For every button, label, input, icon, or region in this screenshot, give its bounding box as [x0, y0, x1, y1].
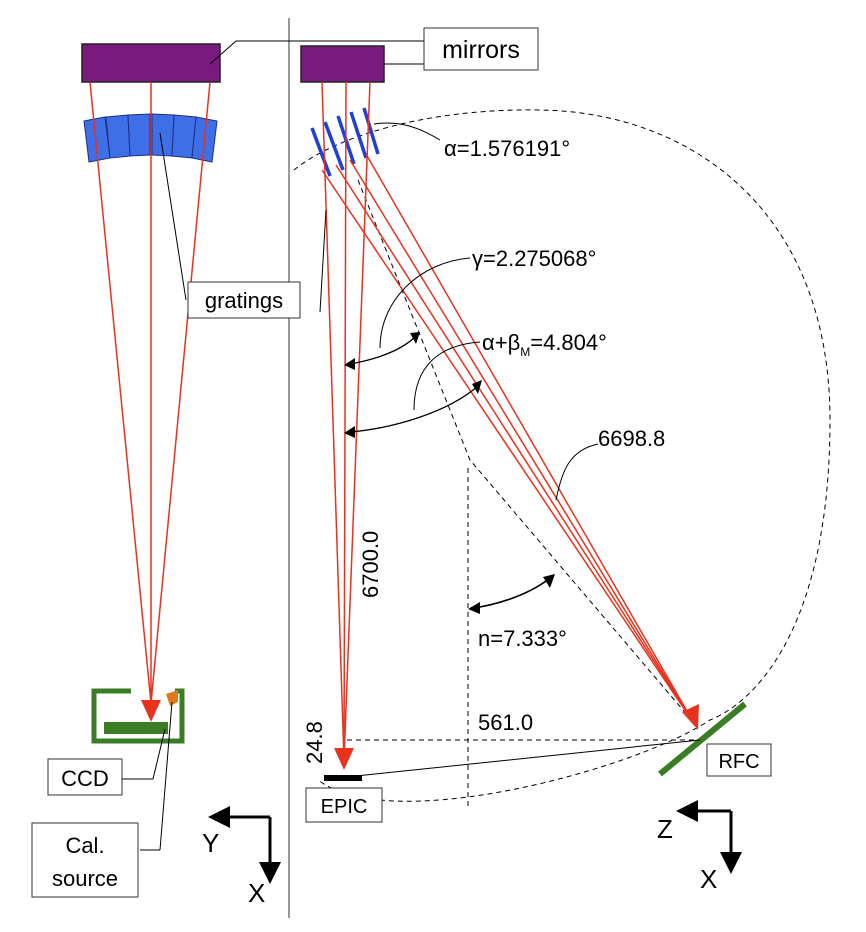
- alpha-beta-main: α+β: [482, 330, 520, 355]
- mirrors-leader-line: [209, 40, 237, 65]
- alpha-beta-subscript: M: [520, 345, 530, 359]
- n-arc-head-right: [543, 574, 555, 588]
- gratings-label: gratings: [205, 288, 283, 313]
- epic-rfc-line: [355, 739, 701, 777]
- alpha-beta-value: =4.804°: [530, 330, 607, 355]
- right-axis-up-label: Z: [657, 814, 673, 844]
- n-arc-head-left: [468, 602, 480, 614]
- alpha-beta-leader: [413, 341, 481, 411]
- alpha-angle-label: α=1.576191°: [444, 136, 570, 161]
- epic-ray-arrowhead: [334, 748, 354, 770]
- mirrors-label: mirrors: [442, 36, 520, 64]
- right-panel: [293, 45, 831, 874]
- gamma-angle-label: γ=2.275068°: [472, 246, 596, 271]
- rfc-ray-arrowhead: [682, 704, 699, 730]
- left-axis-down-label: X: [248, 878, 265, 908]
- cal-source-label-box: [31, 822, 139, 898]
- left-axis-indicator: [208, 806, 281, 884]
- left-axis-up-label: Y: [202, 828, 219, 858]
- gamma-angle-arc: [349, 335, 417, 365]
- ccd-label: CCD: [61, 766, 109, 791]
- grating-normal-dashed: [357, 179, 701, 731]
- right-rays: [321, 81, 696, 761]
- left-rays: [89, 81, 211, 704]
- cal-source-leader-line: [159, 701, 173, 851]
- dist-6700-label: 6700.0: [358, 531, 383, 598]
- alpha-beta-angle-arc: [349, 385, 479, 433]
- gratings-leader-line: [159, 132, 187, 301]
- mirrors-label-box: [423, 27, 539, 71]
- right-axis-indicator: [676, 800, 742, 874]
- dist-24-label: 24.8: [302, 721, 327, 764]
- ccd-leader-line: [152, 728, 166, 780]
- rfc-label-box: [706, 743, 772, 777]
- n-angle-label: n=7.333°: [478, 626, 567, 651]
- rfc-label: RFC: [718, 751, 759, 773]
- dist-6698-label: 6698.8: [598, 426, 665, 451]
- epic-detector: [324, 775, 362, 781]
- rowland-circle: [293, 109, 831, 802]
- right-axis-down-label: X: [700, 864, 717, 894]
- dist-6698-leader: [555, 443, 599, 501]
- left-panel: [81, 40, 424, 884]
- cal-source-label-line2: source: [52, 866, 118, 891]
- dist-561-label: 561.0: [478, 710, 533, 735]
- gamma-leader: [379, 257, 471, 349]
- rfc-detector: [658, 701, 747, 777]
- cal-source-block: [166, 690, 178, 706]
- grating-side-leader: [319, 209, 327, 313]
- cal-source-label-line1: Cal.: [65, 833, 104, 858]
- alpha-beta-angle-label: α+βM=4.804°: [482, 330, 607, 359]
- alpha-beta-arc-head-right: [472, 380, 482, 394]
- alpha-beta-arc-head-left: [344, 426, 355, 438]
- epic-label-box: [305, 787, 383, 823]
- right-mirror-block: [300, 45, 385, 83]
- epic-label: EPIC: [321, 796, 368, 818]
- ccd-label-box: [47, 758, 123, 796]
- left-mirror-block: [81, 43, 221, 83]
- gamma-arc-head-left: [344, 358, 355, 370]
- n-angle-arc: [473, 577, 551, 609]
- ccd-detector: [104, 722, 168, 734]
- gratings-label-box: [187, 281, 301, 319]
- ccd-enclosure: [91, 688, 185, 744]
- gamma-arc-head-right: [410, 332, 420, 344]
- alpha-leader-line: [373, 122, 441, 141]
- left-ray-arrowhead: [141, 700, 161, 722]
